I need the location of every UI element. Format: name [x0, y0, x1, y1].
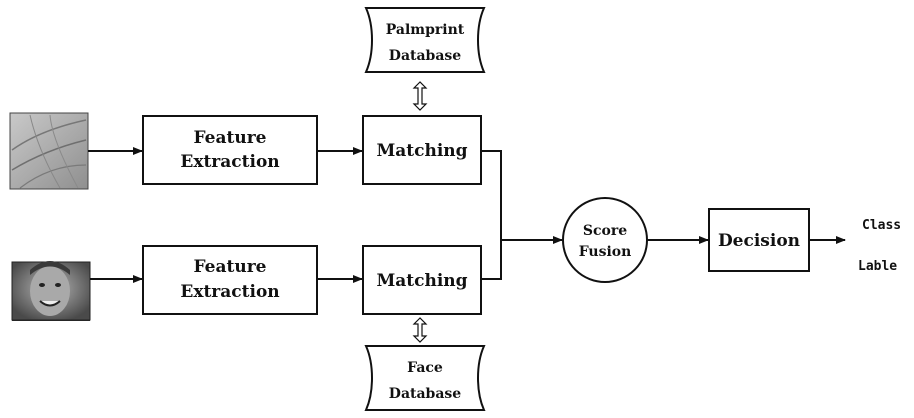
palmprint-database-line2: Database	[389, 48, 461, 64]
bidirectional-arrow-palmprint	[412, 81, 428, 111]
face-database: Face Database	[364, 345, 486, 411]
face-database-line2: Database	[389, 386, 461, 402]
merge-connector	[481, 150, 502, 280]
feature-extraction-lower-line1: Feature	[194, 257, 267, 277]
feature-extraction-upper-line2: Extraction	[180, 152, 279, 172]
score-fusion-line1: Score	[583, 223, 627, 239]
decision-box: Decision	[708, 208, 810, 272]
output-label-line2: Lable	[858, 259, 897, 274]
feature-extraction-box-lower: Feature Extraction	[142, 245, 318, 315]
palmprint-database-line1: Palmprint	[386, 22, 465, 38]
decision-label: Decision	[718, 231, 800, 251]
bidirectional-arrow-face	[412, 317, 428, 343]
feature-extraction-lower-line2: Extraction	[180, 282, 279, 302]
matching-box-upper: Matching	[362, 115, 482, 185]
face-database-line1: Face	[407, 360, 443, 376]
matching-box-lower: Matching	[362, 245, 482, 315]
palmprint-image	[9, 112, 89, 190]
score-fusion-line2: Fusion	[579, 244, 632, 260]
feature-extraction-box-upper: Feature Extraction	[142, 115, 318, 185]
palmprint-database: Palmprint Database	[364, 7, 486, 73]
feature-extraction-upper-line1: Feature	[194, 128, 267, 148]
matching-lower-label: Matching	[376, 271, 467, 291]
output-label-line1: Class	[862, 218, 901, 233]
score-fusion-node: Score Fusion	[562, 197, 648, 283]
matching-upper-label: Matching	[376, 141, 467, 161]
face-image	[11, 261, 91, 321]
